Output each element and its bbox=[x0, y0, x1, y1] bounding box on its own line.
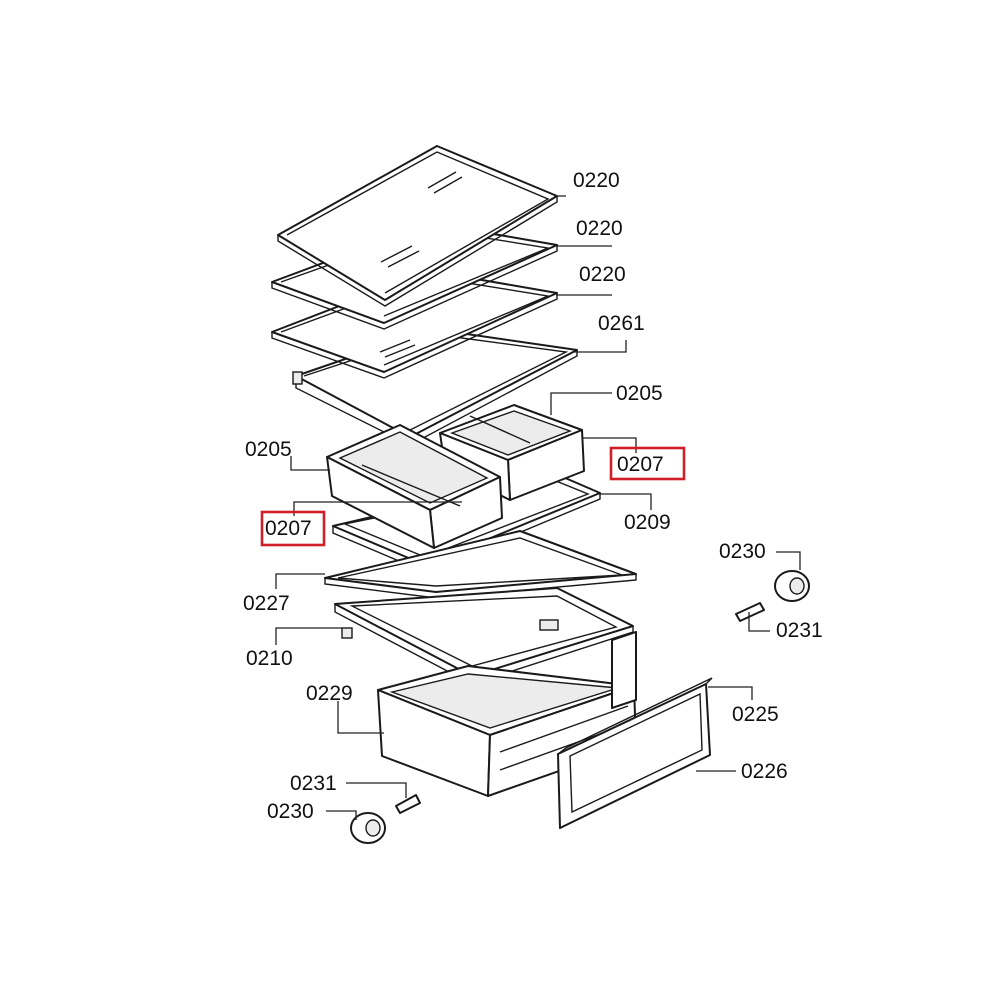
label-wheel-right: 0230 bbox=[719, 540, 766, 563]
label-cover-plate: 0227 bbox=[243, 592, 290, 615]
label-glass-shelf-3: 0220 bbox=[579, 263, 626, 286]
highlight-box-right bbox=[609, 446, 686, 481]
label-crisper-frame: 0210 bbox=[246, 647, 293, 670]
label-drawer-left-front: 0207 bbox=[265, 517, 312, 540]
label-glass-shelf-1: 0220 bbox=[573, 169, 620, 192]
highlight-box-left bbox=[260, 510, 326, 547]
label-drawer-frame: 0209 bbox=[624, 511, 671, 534]
label-drawer-left: 0205 bbox=[245, 438, 292, 461]
axle-right-0231 bbox=[735, 602, 765, 622]
drawer-front-0225-0226 bbox=[557, 677, 713, 829]
wheel-right-0230 bbox=[774, 570, 810, 602]
label-crisper-drawer: 0229 bbox=[306, 682, 353, 705]
label-axle-left: 0231 bbox=[290, 772, 337, 795]
crisper-drawer-0229 bbox=[377, 631, 637, 797]
axle-left-0231 bbox=[395, 794, 421, 814]
label-drawer-right: 0205 bbox=[616, 382, 663, 405]
label-drawer-handle-panel: 0226 bbox=[741, 760, 788, 783]
label-drawer-right-front: 0207 bbox=[617, 453, 664, 476]
label-axle-right: 0231 bbox=[776, 619, 823, 642]
label-glass-shelf-2: 0220 bbox=[576, 217, 623, 240]
label-drawer-front-panel: 0225 bbox=[732, 703, 779, 726]
cover-plate-0227 bbox=[324, 530, 637, 599]
glass-shelf-3 bbox=[271, 270, 558, 379]
label-shelf-frame: 0261 bbox=[598, 312, 645, 335]
wheel-left-0230 bbox=[350, 812, 386, 844]
label-wheel-left: 0230 bbox=[267, 800, 314, 823]
drawer-left-0205 bbox=[326, 424, 503, 549]
part-labels: 0220 0220 0220 0261 0205 0207 0205 0207 … bbox=[243, 169, 823, 823]
